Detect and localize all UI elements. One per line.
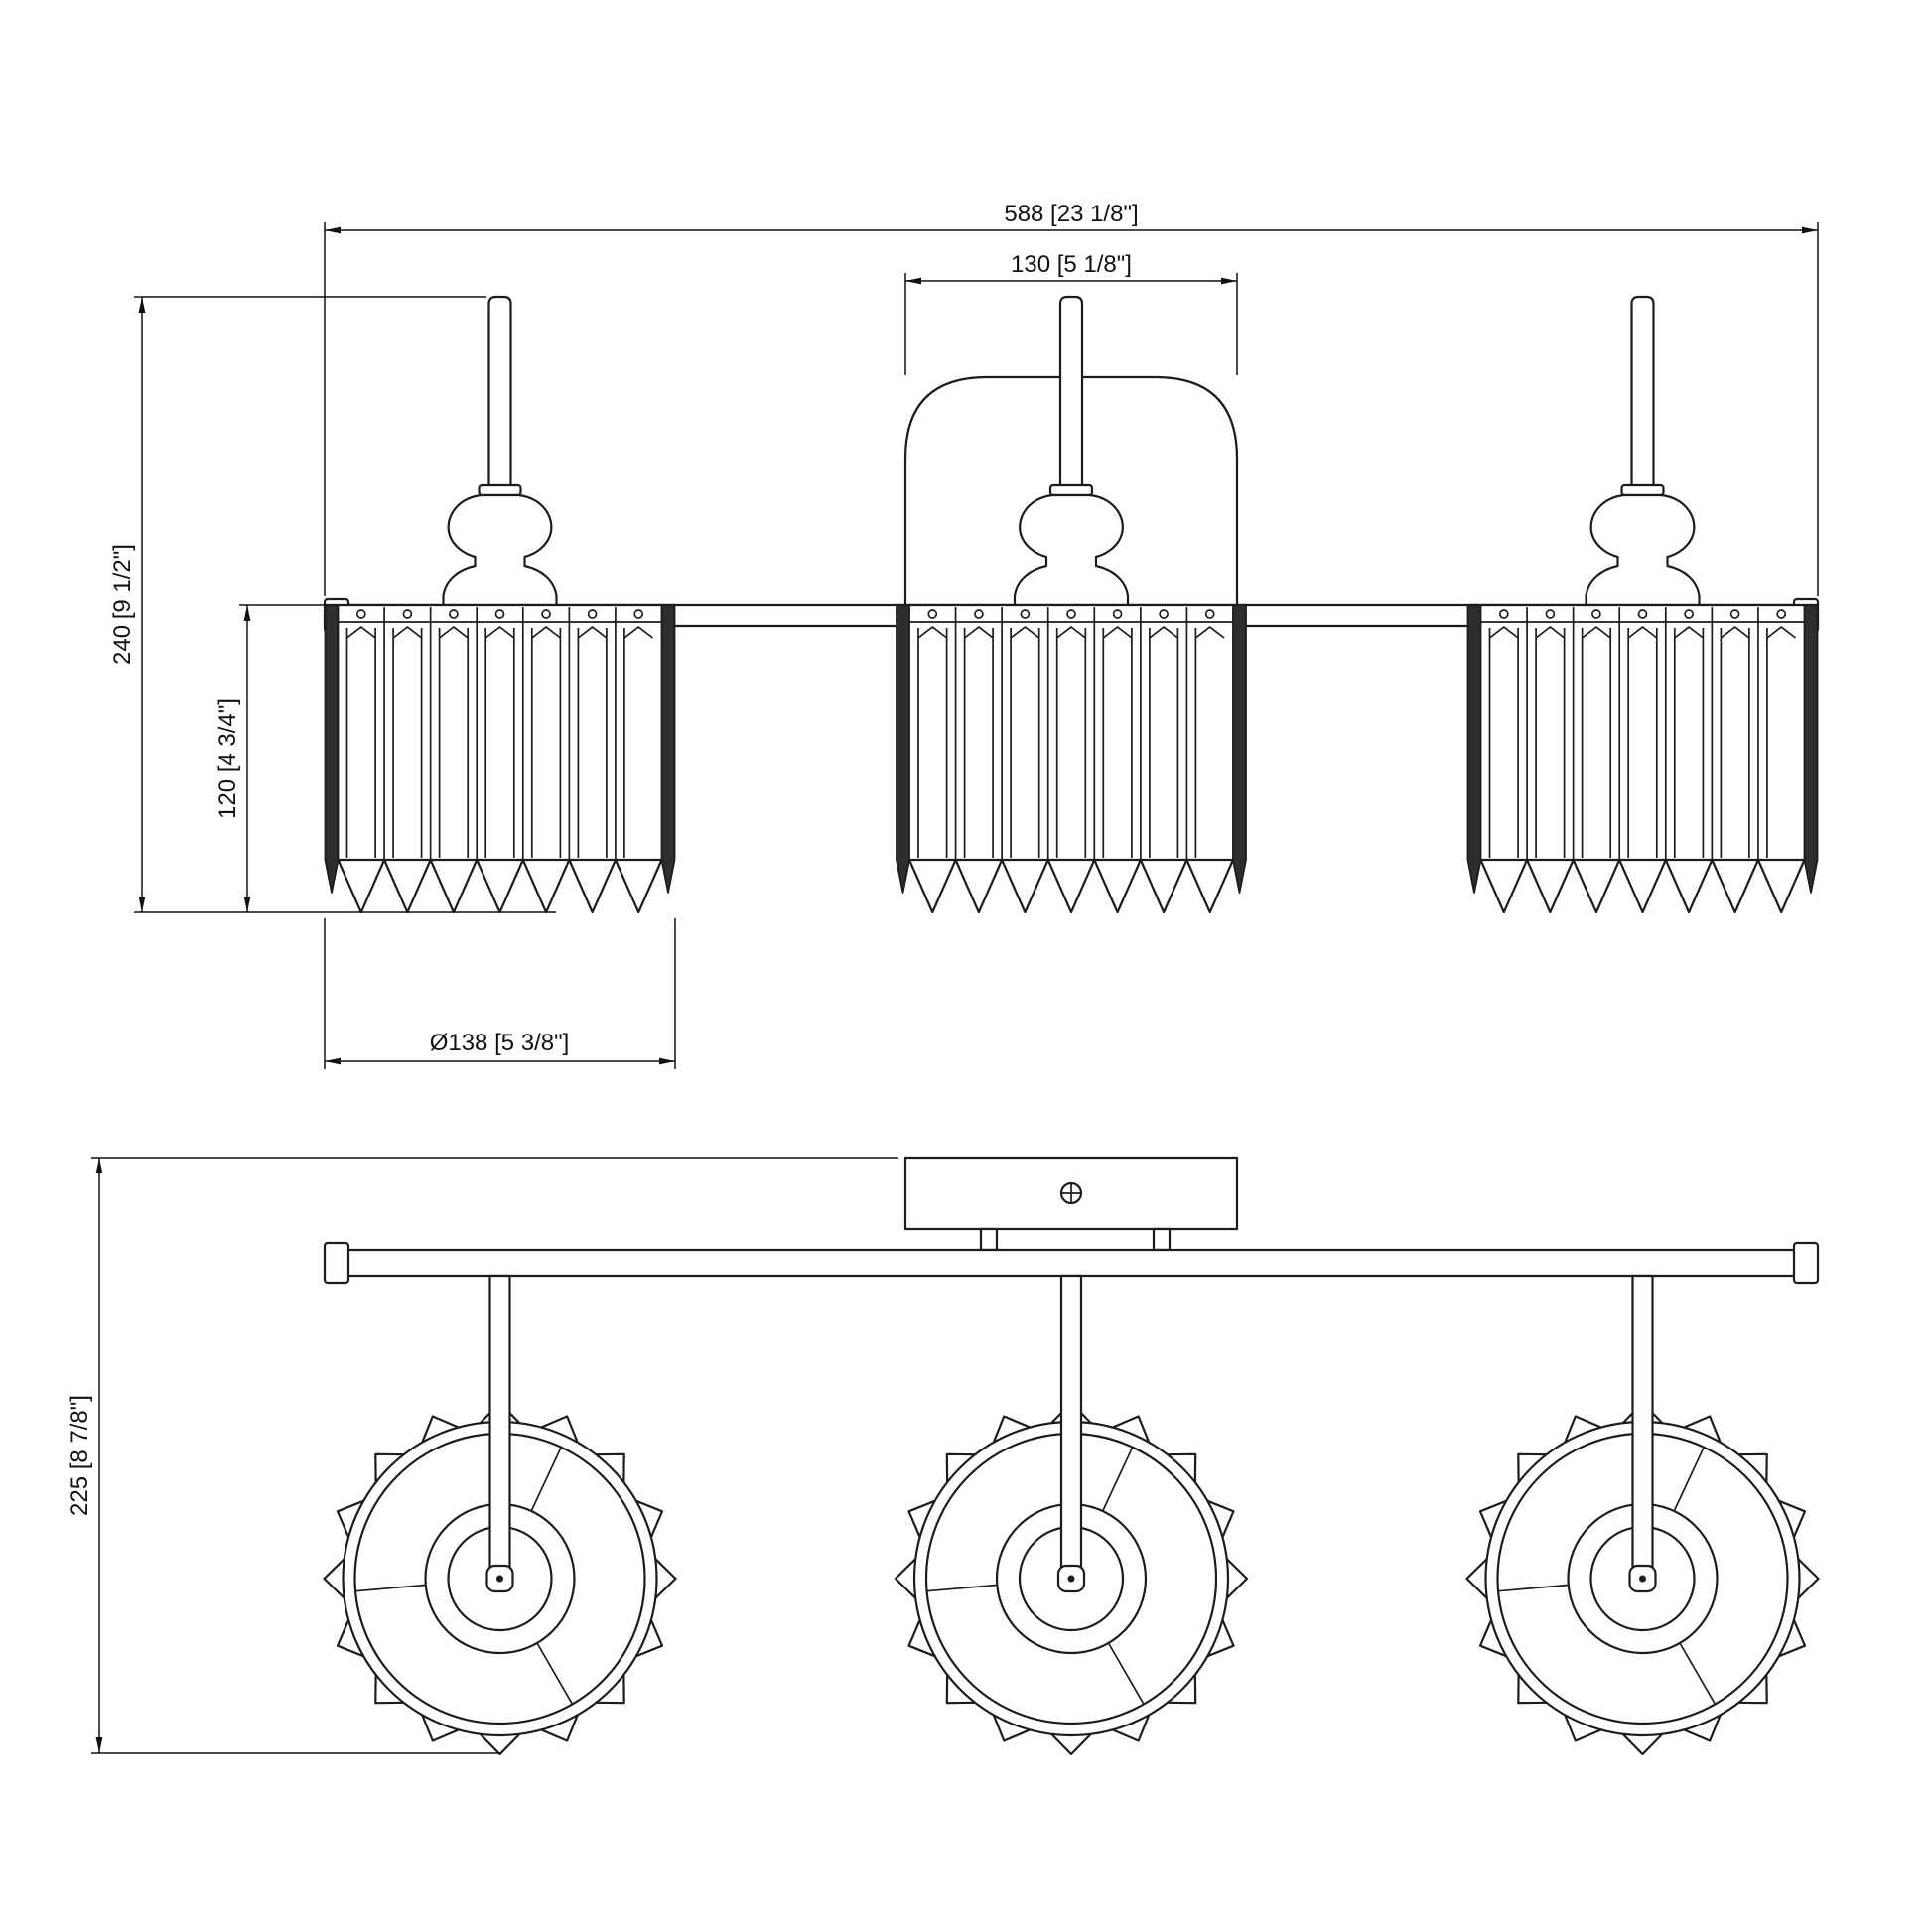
dim-shade-diameter-label: Ø138 [5 3/8"] bbox=[430, 1030, 570, 1056]
dim-backplate-width: 130 [5 1/8"] bbox=[904, 251, 1238, 375]
screw-detail bbox=[1059, 1181, 1083, 1205]
dim-overall-width: 588 [23 1/8"] bbox=[324, 201, 1819, 596]
lamp-unit-right bbox=[1466, 295, 1819, 914]
plate-connector-right bbox=[1152, 1227, 1172, 1252]
arm-left bbox=[485, 1274, 514, 1593]
crossbar-end-cap-left-plan bbox=[323, 1241, 350, 1285]
dim-backplate-width-label: 130 [5 1/8"] bbox=[1011, 251, 1132, 278]
crossbar-plan bbox=[334, 1248, 1809, 1278]
lamp-unit-left bbox=[324, 295, 676, 914]
plan-view: 225 [8 7/8"] bbox=[67, 1156, 1820, 1756]
dim-overall-depth-label: 225 [8 7/8"] bbox=[67, 1395, 93, 1516]
dim-overall-depth: 225 [8 7/8"] bbox=[67, 1157, 898, 1754]
dim-overall-height: 240 [9 1/2"] bbox=[109, 296, 556, 913]
dim-shade-height-label: 120 [4 3/4"] bbox=[214, 698, 241, 819]
arm-right bbox=[1628, 1274, 1657, 1593]
dim-overall-height-label: 240 [9 1/2"] bbox=[109, 544, 136, 665]
arm-center bbox=[1056, 1274, 1086, 1593]
front-elevation-view: 588 [23 1/8"] 130 [5 1/8"] 240 [9 1/2"] … bbox=[109, 201, 1820, 1069]
plate-connector-left bbox=[979, 1227, 999, 1252]
dim-shade-height: 120 [4 3/4"] bbox=[214, 604, 328, 912]
dim-shade-diameter: Ø138 [5 3/8"] bbox=[324, 918, 676, 1069]
dim-overall-width-label: 588 [23 1/8"] bbox=[1004, 201, 1138, 227]
lamp-unit-center bbox=[895, 295, 1248, 914]
canopy-plate bbox=[903, 1156, 1239, 1231]
crossbar-end-cap-right-plan bbox=[1792, 1241, 1820, 1285]
